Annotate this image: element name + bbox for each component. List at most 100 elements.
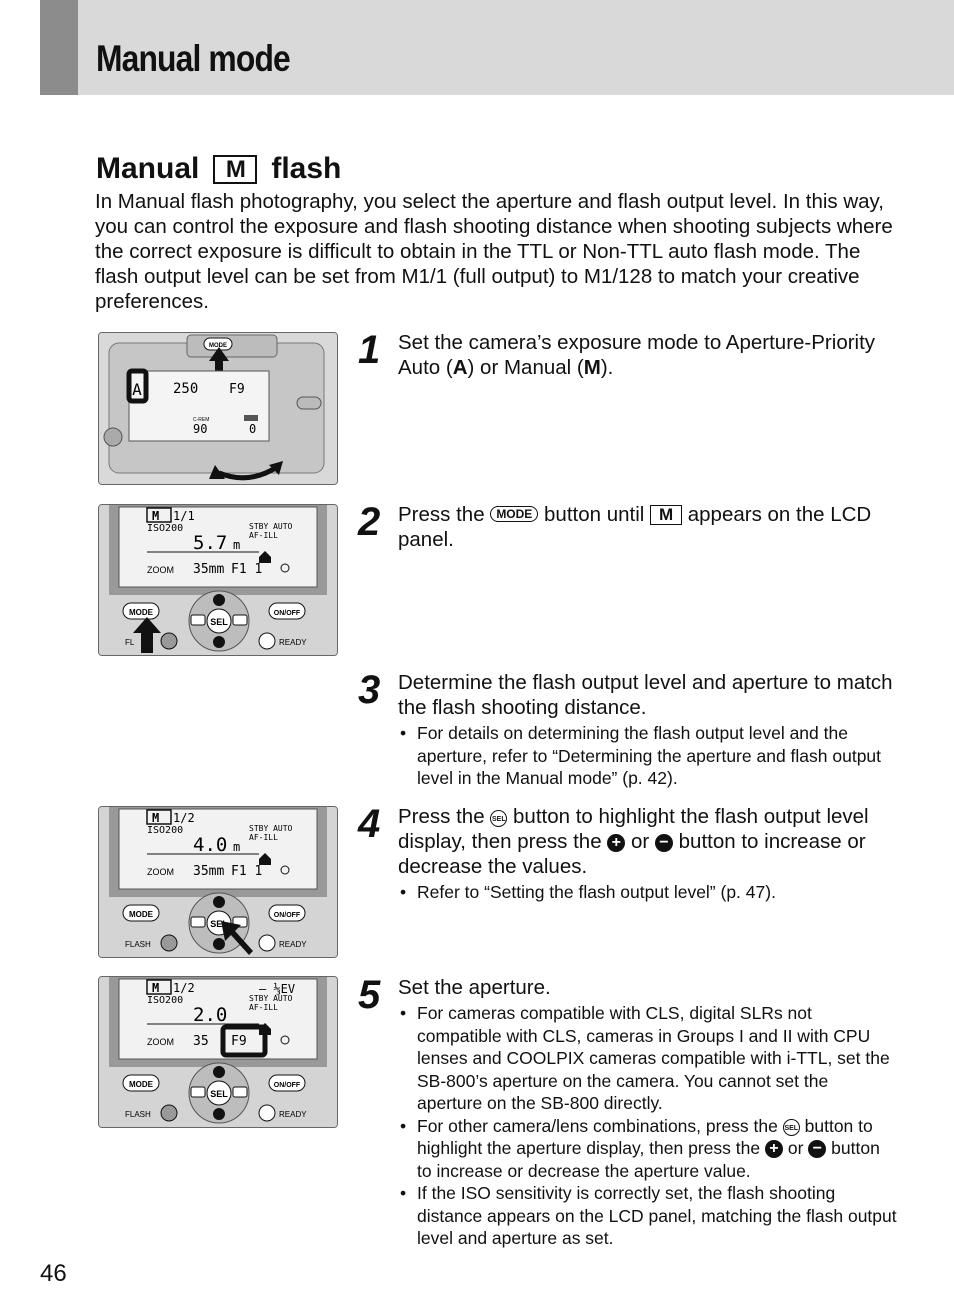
mode-button — [122, 1074, 160, 1092]
sel-button-label: SEL — [210, 617, 228, 627]
lcd-crem-label: C-REM — [193, 417, 209, 423]
lcd-zoom-label: ZOOM — [147, 565, 174, 575]
onoff-button-label: ON/OFF — [274, 610, 301, 617]
sel-button-icon: SEL — [782, 1118, 800, 1136]
plus-button-icon — [213, 896, 225, 908]
intro-paragraph: In Manual flash photography, you select … — [95, 190, 893, 313]
onoff-button-label: ON/OFF — [274, 912, 301, 919]
onoff-button — [268, 904, 306, 922]
minus-button-icon: − — [654, 834, 673, 852]
minus-button-icon: − — [808, 1140, 827, 1158]
wide-flash-icon — [190, 614, 206, 626]
bullet-item: For cameras compatible with CLS, digital… — [398, 1002, 898, 1115]
lcd-af-illuminator: AF-ILL — [249, 531, 278, 540]
ready-label: READY — [279, 638, 307, 647]
manual-letter: M — [583, 356, 601, 379]
battery-icon — [244, 415, 258, 421]
flash-test-button — [160, 934, 178, 952]
step-text: Set the aperture. — [398, 976, 551, 999]
flash-label: FLASH — [125, 1110, 151, 1119]
step-number: 3 — [358, 668, 380, 712]
sel-button — [206, 608, 232, 634]
lcd-exposure-mode: A — [132, 380, 142, 399]
aperture-priority-letter: A — [452, 356, 468, 379]
bullet-text-part: or — [787, 1138, 804, 1158]
lcd-aperture: F9 — [229, 382, 245, 397]
lcd-standby: STBY AUTO — [249, 824, 293, 833]
lcd-standby: STBY AUTO — [249, 994, 293, 1003]
bullet-item: For details on determining the flash out… — [398, 722, 898, 790]
manual-mode-icon — [146, 507, 172, 523]
lcd-zoom-label: ZOOM — [147, 1037, 174, 1047]
mode-button — [122, 602, 160, 620]
camera-illustration: MODE A 250 F9 C-REM 90 0 — [98, 332, 338, 485]
onoff-button — [268, 602, 306, 620]
manual-mode-icon — [146, 809, 172, 825]
step-3: 3 Determine the flash output level and a… — [358, 668, 898, 790]
arrow-pointer-icon — [221, 921, 253, 955]
flash-label: FL — [125, 638, 135, 647]
step-text-part: button to highlight the flash output lev… — [398, 805, 869, 853]
step-number: 5 — [358, 973, 380, 1017]
lcd-distance: 4.0 — [193, 834, 227, 856]
sel-button-label: SEL — [210, 919, 228, 929]
highlight-frame — [220, 1024, 268, 1058]
step-bullets: For cameras compatible with CLS, digital… — [398, 1002, 898, 1250]
lcd-iso: ISO200 — [147, 523, 183, 534]
step-text: Determine the flash output level and ape… — [398, 671, 893, 719]
lcd-output-level: 1/2 — [173, 981, 195, 995]
mode-button-icon: MODE — [490, 506, 539, 522]
bullet-item: For other camera/lens combinations, pres… — [398, 1115, 898, 1183]
sun-icon — [280, 1035, 290, 1045]
step-text: Press the MODE button until M appears on… — [398, 502, 898, 552]
lcd-af-illuminator: AF-ILL — [249, 1003, 278, 1012]
step-number: 1 — [358, 328, 380, 372]
lcd-output-level: 1/2 — [173, 811, 195, 825]
ready-light — [258, 632, 276, 650]
minus-button-icon — [213, 636, 225, 648]
mode-button-label: MODE — [129, 1080, 154, 1089]
lcd-mode-letter: M — [152, 811, 159, 825]
onoff-button-label: ON/OFF — [274, 1082, 301, 1089]
step-text: Press the SEL button to highlight the fl… — [398, 804, 898, 879]
lcd-aperture: F9 — [231, 1034, 247, 1049]
flash-lcd — [118, 808, 318, 890]
lcd-mode-letter: M — [152, 981, 159, 995]
lcd-distance: 5.7 — [193, 532, 227, 554]
minus-button-icon — [213, 1108, 225, 1120]
header-accent-bar — [40, 0, 78, 95]
camera-dial-icon — [103, 427, 123, 447]
sun-icon — [280, 865, 290, 875]
lcd-iso: ISO200 — [147, 825, 183, 836]
lcd-mode-letter: M — [152, 509, 159, 523]
bullet-item: If the ISO sensitivity is correctly set,… — [398, 1182, 898, 1250]
step-text-part: button until — [544, 503, 645, 526]
tele-flash-icon — [232, 1086, 248, 1098]
mode-button-label: MODE — [129, 910, 154, 919]
header-band — [40, 0, 954, 95]
plus-button-icon — [213, 594, 225, 606]
step-4: 4 Press the SEL button to highlight the … — [358, 802, 898, 904]
mode-button — [122, 904, 160, 922]
lcd-zoom: 35mm — [193, 562, 224, 577]
lcd-standby: STBY AUTO — [249, 522, 293, 531]
page-title: Manual mode — [96, 38, 291, 79]
step-number: 4 — [358, 802, 380, 846]
flash-lcd — [118, 978, 318, 1060]
bullet-text-part: button to increase or decrease the apert… — [417, 1138, 880, 1181]
lcd-distance: 2.0 — [193, 1004, 227, 1026]
mode-button-label: MODE — [129, 608, 154, 617]
section-title-text-2: flash — [271, 152, 342, 185]
plus-button-icon — [213, 1066, 225, 1078]
rotate-arrow-icon — [218, 464, 279, 481]
arrow-up-icon — [133, 617, 161, 653]
manual-mode-icon: M — [213, 154, 258, 184]
bullet-text-part: For other camera/lens combinations, pres… — [417, 1115, 778, 1136]
camera-lcd — [128, 370, 270, 442]
page-number: 46 — [40, 1260, 67, 1287]
step-text-part: or — [631, 830, 650, 853]
manual-mode-icon: M — [650, 505, 683, 525]
onoff-button — [268, 1074, 306, 1092]
lcd-zoom-label: ZOOM — [147, 867, 174, 877]
strap-lug-icon — [296, 396, 322, 410]
